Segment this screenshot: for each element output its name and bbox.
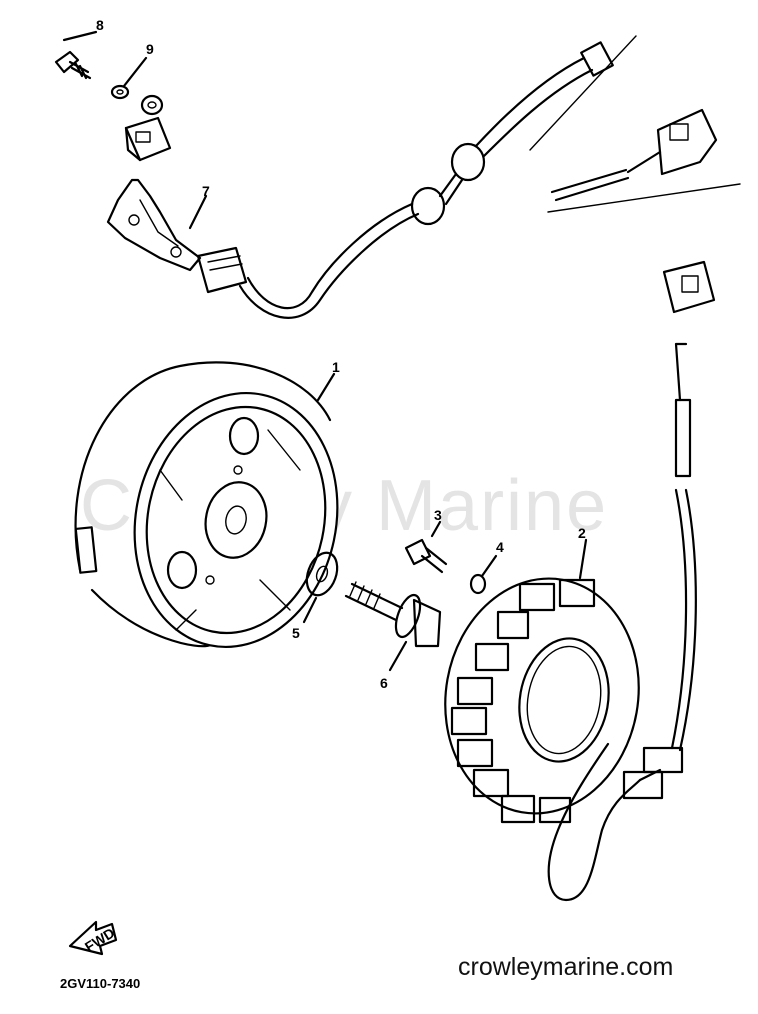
part-2-stator[interactable]	[427, 260, 716, 902]
forward-direction-arrow-icon: FWD	[68, 920, 117, 956]
part-5-plain-washer[interactable]	[301, 549, 342, 624]
callout-5: 5	[292, 625, 300, 641]
callout-2: 2	[578, 525, 586, 541]
callout-4: 4	[496, 539, 504, 555]
part-7-pickup-coil-harness[interactable]	[106, 41, 614, 319]
part-code: 2GV110-7340	[60, 976, 141, 991]
callout-6: 6	[380, 675, 388, 691]
callout-7: 7	[202, 183, 210, 199]
site-url[interactable]: crowleymarine.com	[458, 953, 674, 981]
callout-3: 3	[434, 507, 442, 523]
part-4-washer[interactable]	[469, 554, 498, 595]
callout-8: 8	[96, 17, 104, 33]
part-8-bolt[interactable]	[54, 30, 98, 80]
part-9-washer[interactable]	[110, 56, 148, 100]
callout-1: 1	[332, 359, 340, 375]
part-6-flange-bolt[interactable]	[344, 581, 442, 672]
part-3-screw[interactable]	[404, 520, 448, 574]
part-1-flywheel[interactable]	[74, 361, 361, 666]
callout-9: 9	[146, 41, 154, 57]
inset-connector-detail	[529, 35, 741, 213]
